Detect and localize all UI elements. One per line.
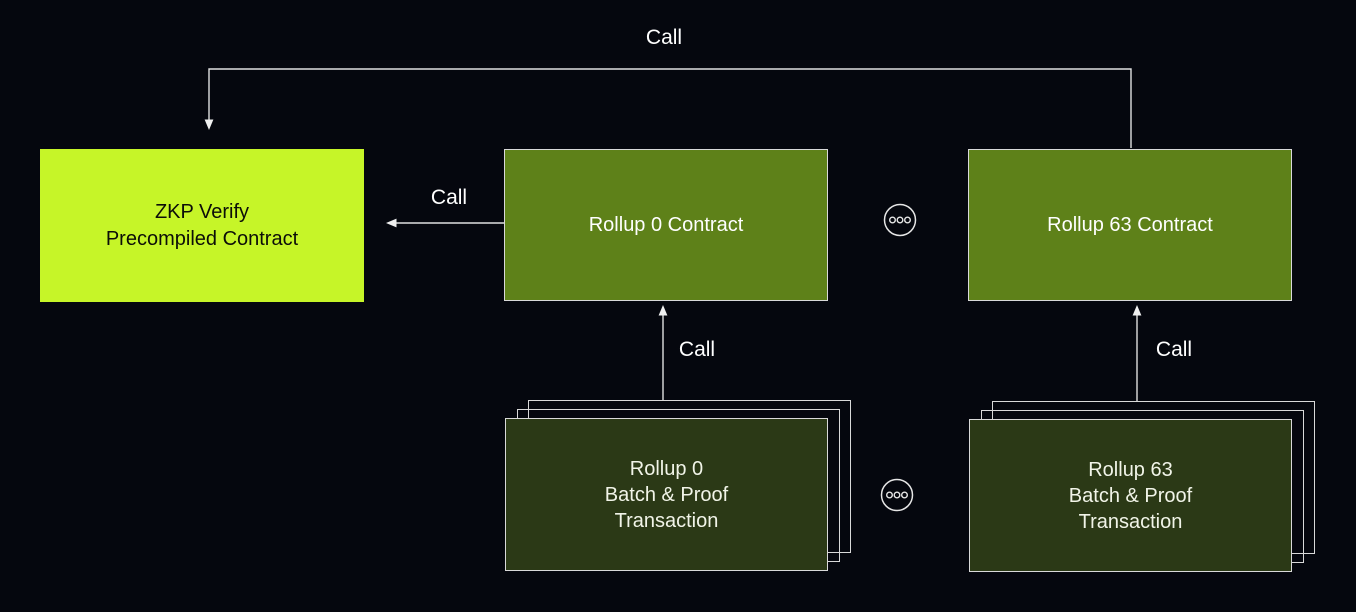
ellipsis-icon xyxy=(883,203,917,237)
rollup-63-transaction-line3: Transaction xyxy=(1078,510,1183,533)
rollup-63-transaction-node: Rollup 63 Batch & Proof Transaction xyxy=(969,419,1292,572)
call-arrow-rollup0-to-zkp xyxy=(386,218,504,228)
call-label-rollup0-to-zkp: Call xyxy=(430,186,468,209)
rollup-0-contract-node: Rollup 0 Contract xyxy=(504,149,828,301)
call-arrow-rollup63-to-zkp xyxy=(204,68,1132,148)
call-arrow-rollup0-tx-to-contract xyxy=(658,305,668,401)
rollup-0-transaction-line1: Rollup 0 xyxy=(629,457,704,480)
rollup-0-transaction-line3: Transaction xyxy=(614,509,719,532)
rollup-63-transaction-line1: Rollup 63 xyxy=(1088,458,1173,481)
rollup-0-transaction-node: Rollup 0 Batch & Proof Transaction xyxy=(505,418,828,571)
rollup-0-transaction-line2: Batch & Proof xyxy=(604,483,729,506)
zkp-verify-label-line2: Precompiled Contract xyxy=(105,227,299,250)
rollup-63-transaction-stack: Rollup 63 Batch & Proof Transaction xyxy=(969,401,1316,573)
call-label-rollup63-tx: Call xyxy=(1155,338,1193,361)
zkp-verify-label-line1: ZKP Verify xyxy=(154,200,250,223)
rollup-0-contract-label: Rollup 0 Contract xyxy=(588,214,744,236)
call-label-top: Call xyxy=(645,26,683,49)
call-arrow-rollup63-tx-to-contract xyxy=(1132,305,1142,401)
rollup-63-contract-label: Rollup 63 Contract xyxy=(1047,214,1213,236)
rollup-0-transaction-stack: Rollup 0 Batch & Proof Transaction xyxy=(505,400,852,572)
zkp-verify-precompiled-contract-node: ZKP Verify Precompiled Contract xyxy=(40,149,364,302)
call-label-rollup0-tx: Call xyxy=(678,338,716,361)
rollup-63-transaction-line2: Batch & Proof xyxy=(1068,484,1193,507)
ellipsis-icon xyxy=(880,478,914,512)
rollup-63-contract-node: Rollup 63 Contract xyxy=(968,149,1292,301)
